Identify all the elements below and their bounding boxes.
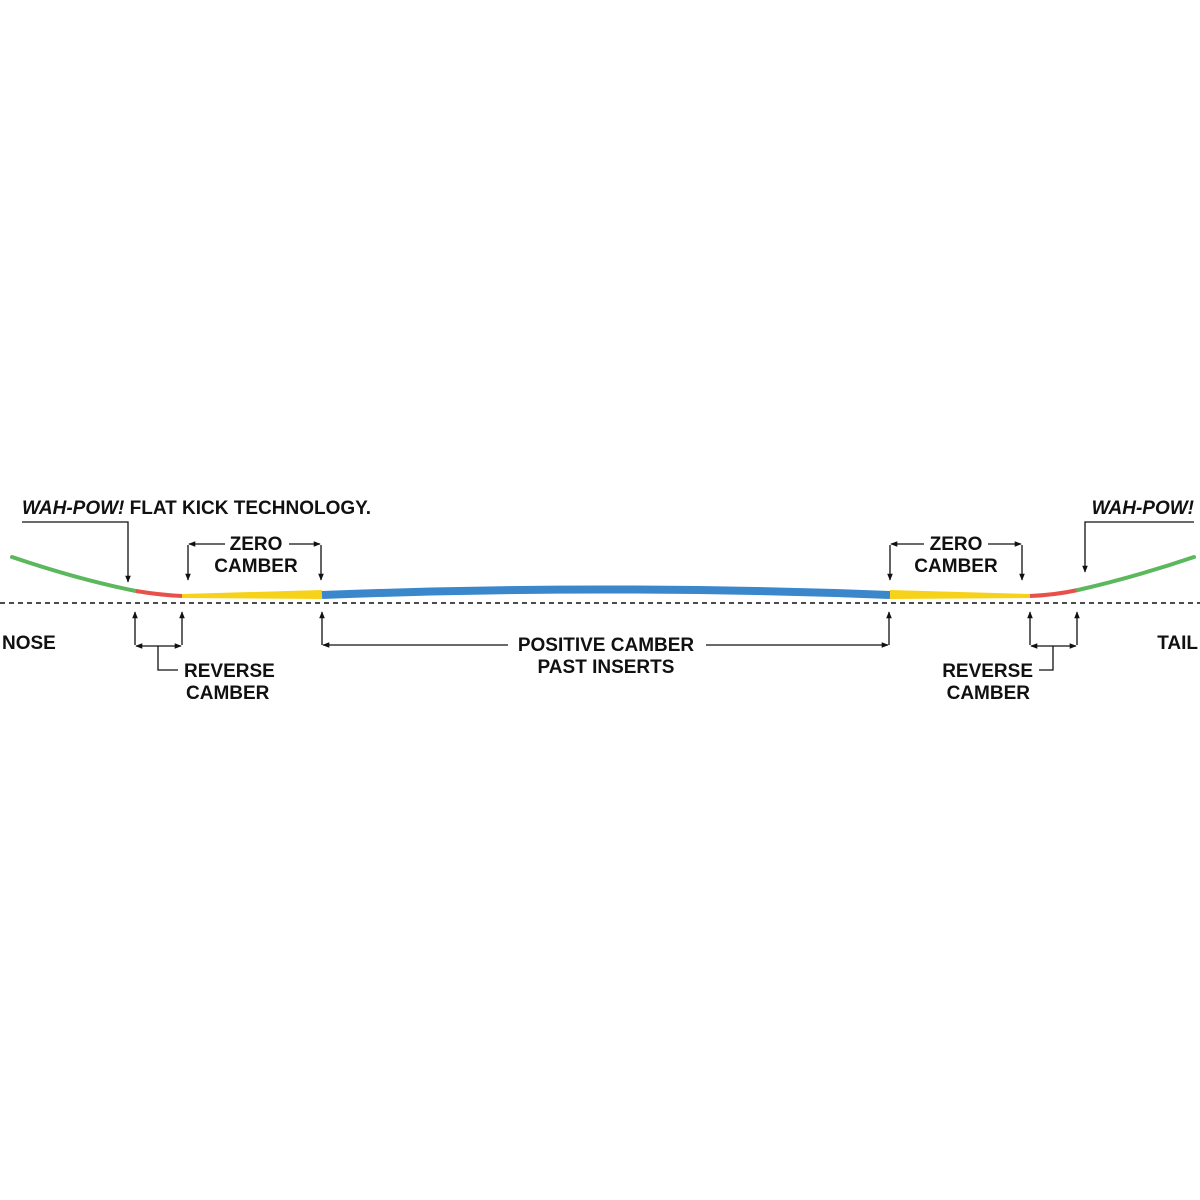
wah-pow-right-pointer — [1082, 521, 1194, 573]
reverse-left-leader — [157, 646, 178, 671]
zero-left-label-1: ZERO — [230, 534, 283, 555]
zero-right-label-2: CAMBER — [914, 556, 998, 577]
zero-right-label-1: ZERO — [930, 534, 983, 555]
tail-label: TAIL — [1157, 633, 1198, 654]
nose-label: NOSE — [2, 633, 56, 654]
reverse-right-label-1: REVERSE — [942, 661, 1033, 682]
reverse-right-label-2: CAMBER — [947, 683, 1031, 704]
tail-reverse-camber-segment — [1029, 588, 1079, 598]
positive-label-1: POSITIVE CAMBER — [518, 635, 695, 656]
wah-pow-right-label: WAH-POW! — [1092, 498, 1194, 519]
nose-zero-camber-segment — [182, 590, 322, 599]
nose-tip-segment — [10, 555, 138, 593]
wah-pow-left-text: WAH-POW! — [22, 498, 124, 519]
positive-camber-segment — [321, 585, 891, 599]
zero-left-label-2: CAMBER — [214, 556, 298, 577]
nose-reverse-camber-segment — [135, 589, 183, 598]
flat-kick-text: FLAT KICK TECHNOLOGY. — [124, 498, 371, 519]
positive-label-2: PAST INSERTS — [538, 657, 675, 678]
flat-kick-pointer — [22, 521, 131, 583]
tail-zero-camber-segment — [890, 590, 1030, 599]
reverse-left-label-1: REVERSE — [184, 661, 275, 682]
flat-kick-label: WAH-POW! FLAT KICK TECHNOLOGY. — [22, 498, 371, 519]
reverse-right-leader — [1039, 646, 1054, 671]
reverse-left-label-2: CAMBER — [186, 683, 270, 704]
tail-tip-segment — [1076, 555, 1196, 592]
